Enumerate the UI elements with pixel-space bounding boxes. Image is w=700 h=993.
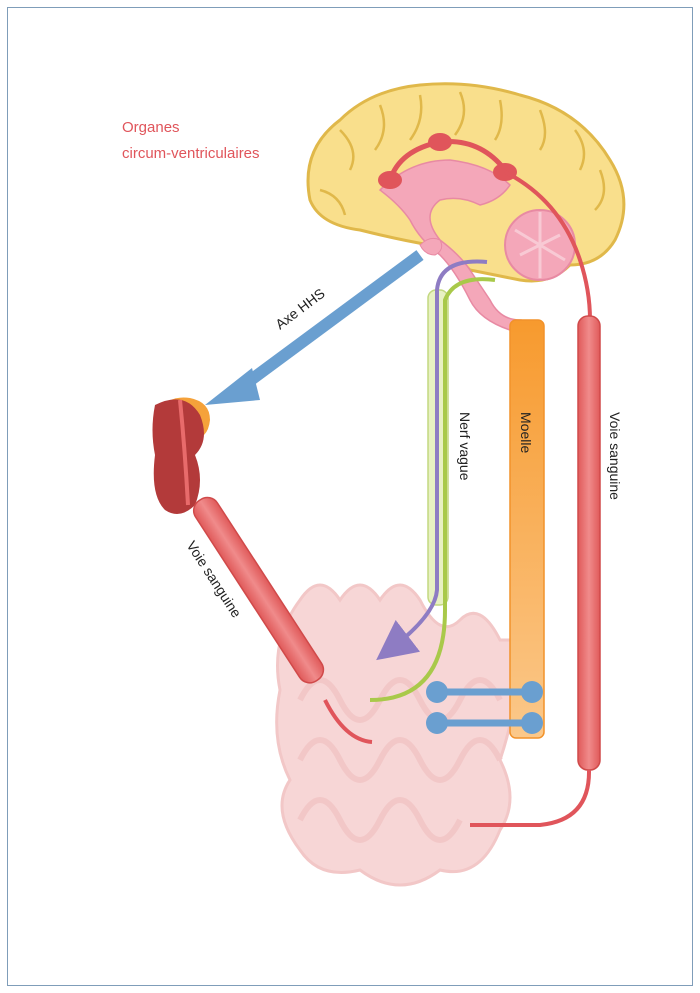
label-organes-line1: Organes xyxy=(122,119,180,136)
intestine-icon xyxy=(277,585,520,885)
label-voie-sanguine-right: Voie sanguine xyxy=(607,412,623,500)
label-organes-line2: circum-ventriculaires xyxy=(122,145,260,162)
label-nerf-vague: Nerf vague xyxy=(457,412,473,481)
kidney-adrenal-icon xyxy=(153,398,211,515)
axe-hhs-arrow xyxy=(205,255,420,405)
label-moelle: Moelle xyxy=(518,412,534,453)
brain-icon xyxy=(308,84,624,330)
spinal-cord xyxy=(510,320,544,738)
